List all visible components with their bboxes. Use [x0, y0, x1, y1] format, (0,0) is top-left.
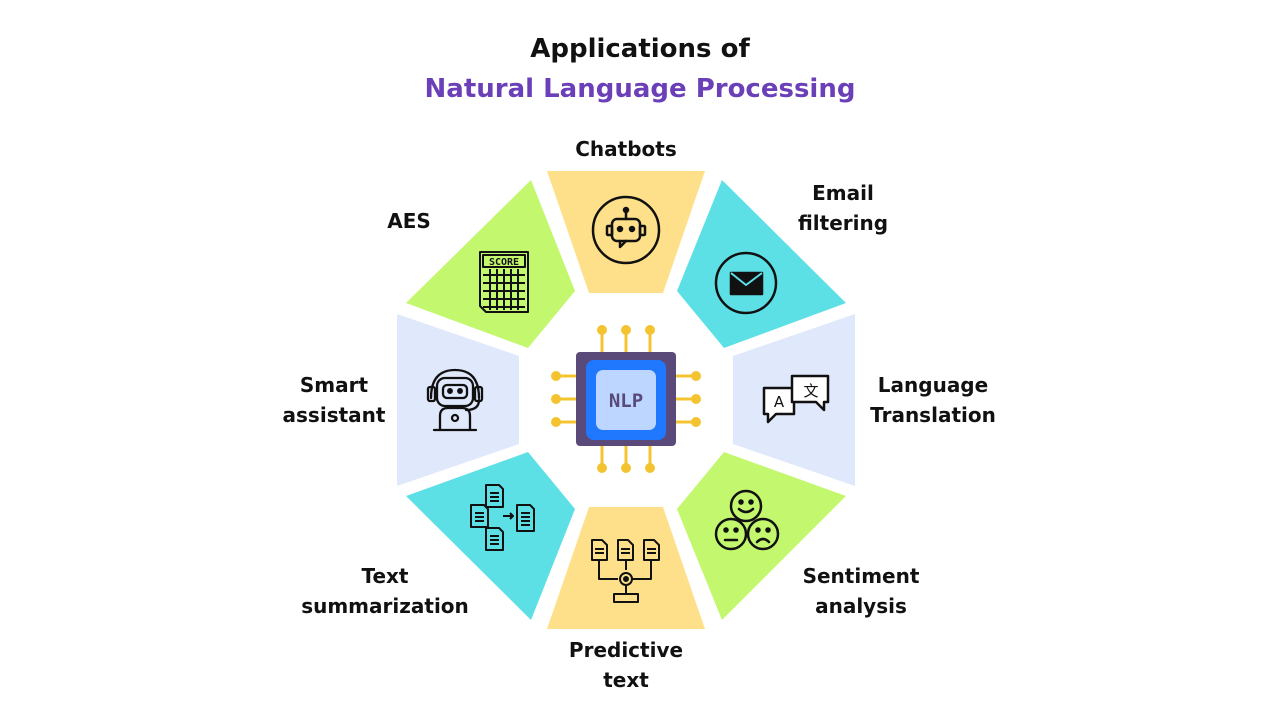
chip-label: NLP: [609, 390, 643, 412]
label-predictive-text: Predictive text: [568, 638, 684, 692]
svg-text:文: 文: [803, 382, 818, 400]
emotion-faces-icon: [714, 489, 780, 551]
score-sheet-text: SCORE: [489, 257, 519, 268]
label-aes: AES: [387, 209, 431, 233]
documents-summary-icon: [470, 484, 535, 551]
score-sheet-icon: SCORE: [479, 251, 529, 313]
title-line-2: Natural Language Processing: [424, 74, 856, 104]
label-email-filtering: Email filtering: [797, 181, 889, 235]
segment-smart-assistant: [397, 314, 519, 486]
nlp-chip: NLP: [551, 325, 701, 473]
label-sentiment-analysis: Sentiment analysis: [802, 564, 920, 618]
svg-text:A: A: [774, 393, 785, 411]
chip-core: [596, 370, 656, 430]
envelope-icon: [714, 251, 778, 315]
label-language-translation: Language Translation: [870, 373, 996, 427]
segment-chatbots: [547, 171, 705, 293]
segment-email-filtering: [677, 180, 846, 348]
label-smart-assistant: Smart assistant: [282, 373, 386, 427]
document-flow-icon: [591, 539, 660, 603]
label-text-summarization: Text summarization: [301, 564, 469, 618]
robot-icon: [591, 195, 661, 265]
title-line-1: Applications of: [530, 34, 750, 64]
chip-pins: [551, 325, 701, 473]
segment-sentiment-analysis: [677, 452, 846, 620]
label-chatbots: Chatbots: [575, 137, 677, 161]
translate-bubbles-icon: A 文: [762, 374, 830, 424]
headset-robot-icon: [426, 368, 484, 432]
